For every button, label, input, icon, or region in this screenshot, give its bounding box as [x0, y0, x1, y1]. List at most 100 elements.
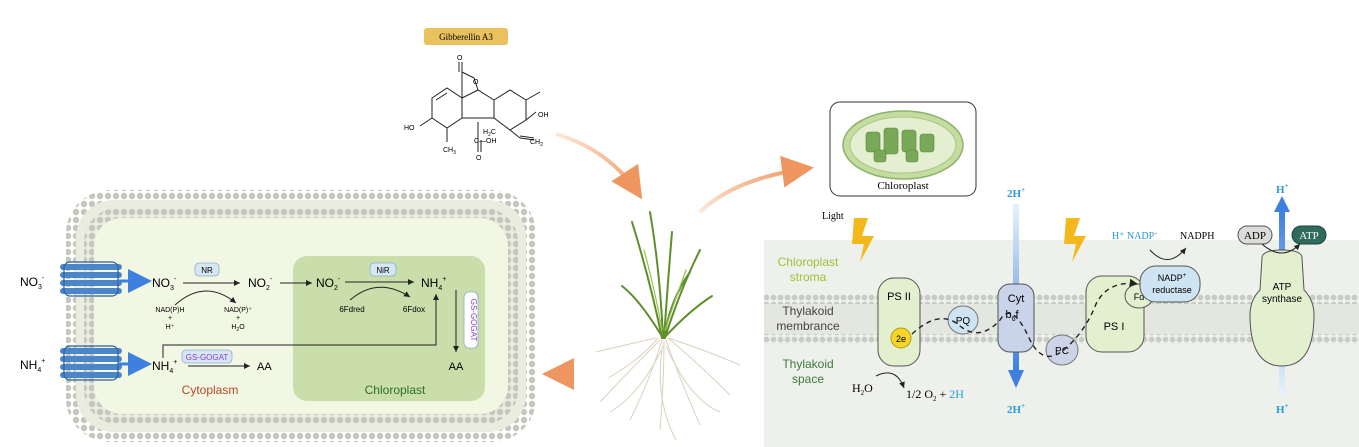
- gibberellin-structure: Gibberellin A3 HO OH CH3 H2C C—OH: [404, 28, 549, 162]
- ammonium-transporter: [60, 345, 122, 381]
- pc-complex: [1045, 334, 1079, 366]
- cell-panel: NO3- NH4+ NO3- NR NAD(P)H + H⁺ NAD(P)⁺ +…: [20, 190, 536, 442]
- compound-to-plant-arrow: [555, 132, 643, 200]
- nadph-cofactor-arrow: [174, 290, 237, 306]
- chloroplast-inset: Chloroplast: [829, 101, 977, 197]
- water-split-arrow: [875, 372, 905, 389]
- ho-left-label: HO: [404, 125, 415, 132]
- oxygen-ring-label: O: [473, 79, 479, 86]
- membrane-label-1: Thylakoid: [782, 304, 833, 318]
- molecule-bonds: [419, 62, 541, 152]
- oxygen-top-label: O: [457, 55, 463, 62]
- light-bolt-psii-icon: [852, 218, 874, 262]
- amino-acid-cytoplasm-label: AA: [257, 361, 272, 373]
- oxygen-evolution-label: 1/2 O2 + 2H: [906, 387, 964, 403]
- electron-pair-label: 2e: [896, 334, 906, 344]
- plant-illustration: [595, 211, 741, 441]
- ammonium-outside-label: NH4+: [20, 358, 45, 374]
- ammonium-cytoplasm-label: NH4+: [152, 359, 177, 375]
- cyt-label: Cyt: [1008, 293, 1025, 305]
- gs-gogat-vertical-label: GS-GOGAT: [469, 299, 478, 342]
- nadph-label: NAD(P)H: [155, 307, 184, 314]
- ammonium-to-chloroplast-arrow: [162, 294, 439, 358]
- amino-acid-chloroplast-label: AA: [449, 361, 464, 373]
- plant-leaves: [621, 211, 713, 339]
- hplus-label: H⁺: [166, 324, 175, 331]
- b6f-label: b6f: [1005, 309, 1019, 323]
- nr-enzyme-label: NR: [201, 266, 213, 275]
- ammonium-chloroplast-label: NH4+: [421, 276, 446, 292]
- chloroplast-inset-label: Chloroplast: [877, 180, 928, 192]
- stroma-label-1: Chloroplast: [778, 255, 839, 269]
- atp-badge: [1291, 225, 1327, 245]
- atp-synthase-complex: [1249, 249, 1315, 367]
- fdred-label: 6Fdred: [339, 305, 364, 314]
- cyt-proton-arrowhead: [1008, 370, 1024, 388]
- adp-badge: [1237, 225, 1273, 245]
- nir-enzyme-badge: [369, 262, 397, 277]
- gs-gogat-badge: [181, 349, 233, 364]
- h2c-label: H2C: [483, 129, 496, 138]
- atp-proton-arrowhead: [1274, 196, 1290, 212]
- oh-right-label: OH: [538, 112, 549, 119]
- nadp-reductase-complex: [1139, 265, 1201, 303]
- nadp-reductase-label-2: reductase: [1152, 285, 1192, 295]
- fdox-label: 6Fdox: [403, 305, 425, 314]
- pc-label: PC: [1055, 346, 1069, 357]
- gs-gogat-label: GS-GOGAT: [186, 353, 229, 362]
- gs-gogat-vertical-badge: [463, 291, 479, 349]
- light-label: Light: [822, 211, 844, 222]
- nadph-label: NADPH: [1180, 231, 1214, 242]
- nadp-reductase-label-1: NADP+: [1158, 273, 1187, 283]
- thylakoid-panel: Chloroplast stroma Thylakoid membrance T…: [764, 182, 1359, 447]
- water-label: H2O: [852, 381, 873, 397]
- compound-label: Gibberellin A3: [439, 32, 493, 42]
- top-h-label: H+: [1276, 182, 1289, 196]
- atp-synthase-label-1: ATP: [1273, 282, 1292, 293]
- h-nadp-label: H⁺ NADP−: [1112, 231, 1158, 242]
- ferredoxin-cofactor-arrow: [349, 286, 411, 301]
- top-2h-label: 2H+: [1007, 186, 1025, 200]
- cytoplasm-label: Cytoplasm: [182, 383, 239, 397]
- oxygen-bottom-label: O: [476, 155, 482, 162]
- stroma-label-2: stroma: [790, 270, 827, 284]
- fd-label: Fd: [1134, 292, 1145, 302]
- pq-label: PQ: [956, 316, 971, 327]
- nitrate-cytoplasm-label: NO3-: [152, 276, 177, 292]
- nr-enzyme-badge: [194, 262, 220, 277]
- nadph-plus: +: [168, 315, 172, 322]
- nitrate-outside-label: NO3-: [20, 275, 45, 291]
- psii-label: PS II: [887, 291, 911, 303]
- psi-label: PS I: [1104, 321, 1125, 333]
- grana-stacks: [865, 127, 935, 163]
- membrane-label-2: membrance: [776, 319, 840, 333]
- chloroplast-compartment-label: Chloroplast: [365, 383, 426, 397]
- bottom-2h-label: 2H+: [1007, 402, 1025, 416]
- nir-enzyme-label: NiR: [376, 266, 390, 275]
- compound-label-box: [424, 28, 508, 45]
- nadp-plus: +: [236, 315, 240, 322]
- water-label-cyt: H2O: [231, 324, 245, 333]
- carboxyl-label: C—OH: [474, 138, 497, 145]
- plant-to-chloroplast-arrow: [698, 155, 814, 214]
- plant-leaves-light: [643, 249, 687, 331]
- atp-label: ATP: [1299, 230, 1319, 242]
- atp-synthase-label-2: synthase: [1262, 294, 1302, 305]
- nitrite-chloroplast-label: NO2-: [316, 276, 341, 292]
- atp-formation-arrow: [1261, 243, 1301, 254]
- nadp-label: NAD(P)⁺: [224, 307, 252, 314]
- nitrite-cytoplasm-label: NO2-: [248, 276, 273, 292]
- methyl-label: CH3: [443, 147, 456, 156]
- light-bolt-psi-icon: [1064, 218, 1086, 262]
- electron-transport-path: [911, 278, 1139, 357]
- space-label-1: Thylakoid: [782, 357, 833, 371]
- electron-pair-circle: [890, 327, 912, 349]
- membrane-upper-leaflet: [764, 294, 1359, 304]
- nadph-formation-arrow: [1149, 247, 1187, 260]
- plant-roots: [595, 337, 741, 441]
- bottom-h-label: H+: [1276, 402, 1289, 416]
- ch2-label: CH2: [530, 139, 543, 148]
- chloroplast-compartment: [293, 256, 485, 401]
- adp-label: ADP: [1244, 230, 1266, 242]
